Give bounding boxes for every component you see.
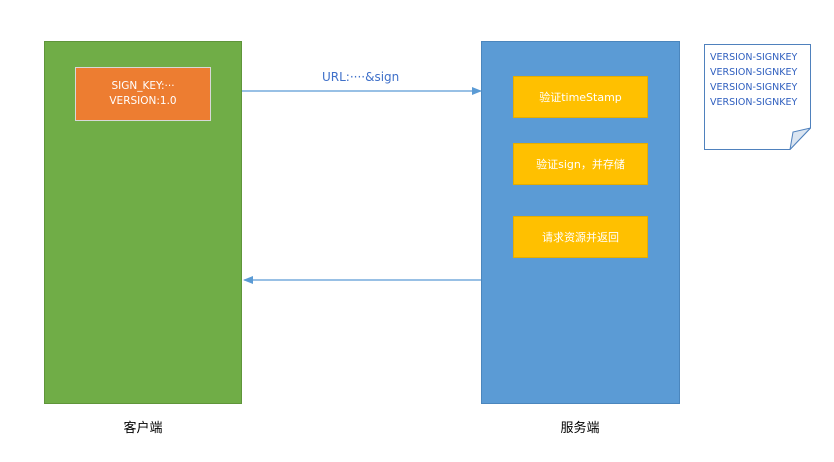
document-lines: VERSION-SIGNKEY VERSION-SIGNKEY VERSION-…: [710, 50, 797, 110]
step-request-resource: 请求资源并返回: [513, 216, 648, 258]
version-signkey-document: VERSION-SIGNKEY VERSION-SIGNKEY VERSION-…: [704, 44, 811, 150]
client-label: 客户端: [123, 421, 163, 436]
document-line: VERSION-SIGNKEY: [710, 67, 798, 78]
document-line: VERSION-SIGNKEY: [710, 82, 798, 93]
request-url-label: URL:····&sign: [322, 70, 400, 84]
document-line: VERSION-SIGNKEY: [710, 52, 798, 63]
step-verify-sign: 验证sign，并存储: [513, 143, 648, 185]
document-shape: [704, 44, 811, 150]
step-verify-timestamp: 验证timeStamp: [513, 76, 648, 118]
client-config-box: SIGN_KEY:··· VERSION:1.0: [75, 67, 211, 121]
version-text: VERSION:1.0: [109, 95, 177, 107]
sign-key-text: SIGN_KEY:···: [111, 80, 175, 92]
server-label: 服务端: [560, 421, 600, 436]
document-line: VERSION-SIGNKEY: [710, 97, 798, 108]
